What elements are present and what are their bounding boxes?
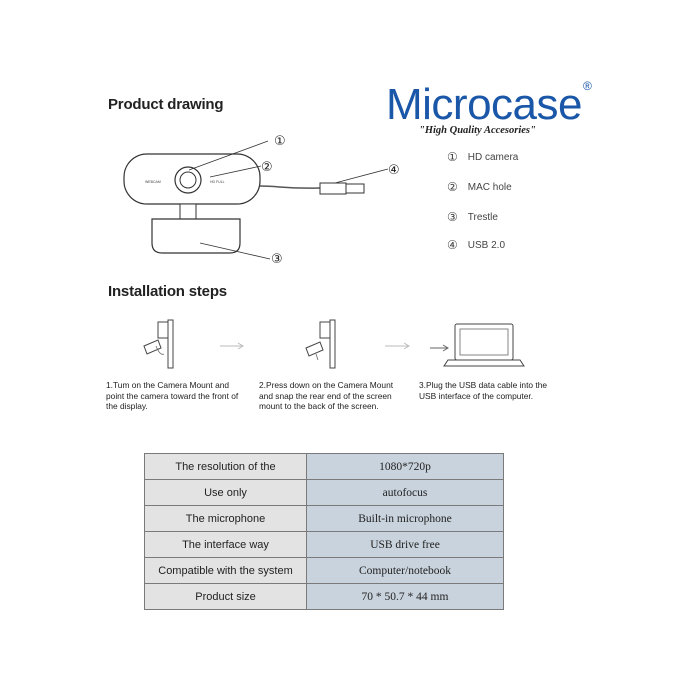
legend-num: ③ <box>447 210 458 224</box>
legend-num: ④ <box>447 238 458 252</box>
callout-2: ② <box>261 160 273 175</box>
callout-3: ③ <box>271 252 283 267</box>
laptop-icon <box>430 323 525 367</box>
spec-value: Built-in microphone <box>306 505 504 532</box>
legend-item-trestle: ③ Trestle <box>447 210 498 224</box>
legend-label: MAC hole <box>467 181 512 193</box>
brand-logo: Microcase® <box>386 79 592 129</box>
installation-illustrations <box>143 319 525 369</box>
camera-trestle <box>151 218 241 254</box>
camera-lens-inner <box>179 171 197 189</box>
spec-key: The resolution of the <box>144 453 307 480</box>
table-row: Compatible with the system Computer/note… <box>144 557 504 584</box>
spec-key: The microphone <box>144 505 307 532</box>
installation-steps-title: Installation steps <box>108 283 227 300</box>
table-row: Product size 70 * 50.7 * 44 mm <box>144 583 504 610</box>
table-row: The resolution of the 1080*720p <box>144 453 504 480</box>
table-row: The microphone Built-in microphone <box>144 505 504 532</box>
table-row: The interface way USB drive free <box>144 531 504 558</box>
callout-1: ① <box>274 134 286 149</box>
camera-neck <box>179 203 197 221</box>
spec-key: The interface way <box>144 531 307 558</box>
spec-value: autofocus <box>306 479 504 506</box>
brand-name: Microcase <box>386 80 583 129</box>
legend-label: USB 2.0 <box>467 239 506 251</box>
svg-text:WEBCAM: WEBCAM <box>145 180 161 184</box>
brand-registered-mark: ® <box>583 79 592 93</box>
step3-text: 3.Plug the USB data cable into the USB i… <box>419 380 548 401</box>
legend-item-hd-camera: ① HD camera <box>447 150 518 164</box>
usb-plug <box>319 182 347 195</box>
spec-value: 70 * 50.7 * 44 mm <box>306 583 504 610</box>
spec-key: Compatible with the system <box>144 557 307 584</box>
spec-value: 1080*720p <box>306 453 504 480</box>
callout-4: ④ <box>388 163 400 178</box>
legend-label: Trestle <box>467 211 498 223</box>
step1-illustration <box>143 319 174 369</box>
spec-table: The resolution of the 1080*720p Use only… <box>144 453 504 610</box>
step2-illustration <box>305 319 336 369</box>
legend-item-mac-hole: ② MAC hole <box>447 180 512 194</box>
step1-text: 1.Tum on the Camera Mount and point the … <box>106 380 239 411</box>
webcam-drawing: WEBCAM HD FULL ① ② ④ ③ <box>123 134 400 267</box>
step2-text: 2.Press down on the Camera Mount and sna… <box>259 380 394 411</box>
usb-cable <box>259 185 321 189</box>
legend-num: ① <box>447 150 458 164</box>
svg-text:HD FULL: HD FULL <box>210 180 225 184</box>
usb-plug-head <box>345 183 365 194</box>
spec-key: Product size <box>144 583 307 610</box>
arrow-right-icon <box>385 342 410 350</box>
legend-item-usb: ④ USB 2.0 <box>447 238 505 252</box>
spec-value: Computer/notebook <box>306 557 504 584</box>
spec-value: USB drive free <box>306 531 504 558</box>
spec-key: Use only <box>144 479 307 506</box>
product-drawing-title: Product drawing <box>108 96 224 113</box>
arrow-right-icon <box>220 342 244 350</box>
table-row: Use only autofocus <box>144 479 504 506</box>
brand-tagline: "High Quality Accesories" <box>419 125 536 136</box>
legend-label: HD camera <box>467 151 519 163</box>
legend-num: ② <box>447 180 458 194</box>
